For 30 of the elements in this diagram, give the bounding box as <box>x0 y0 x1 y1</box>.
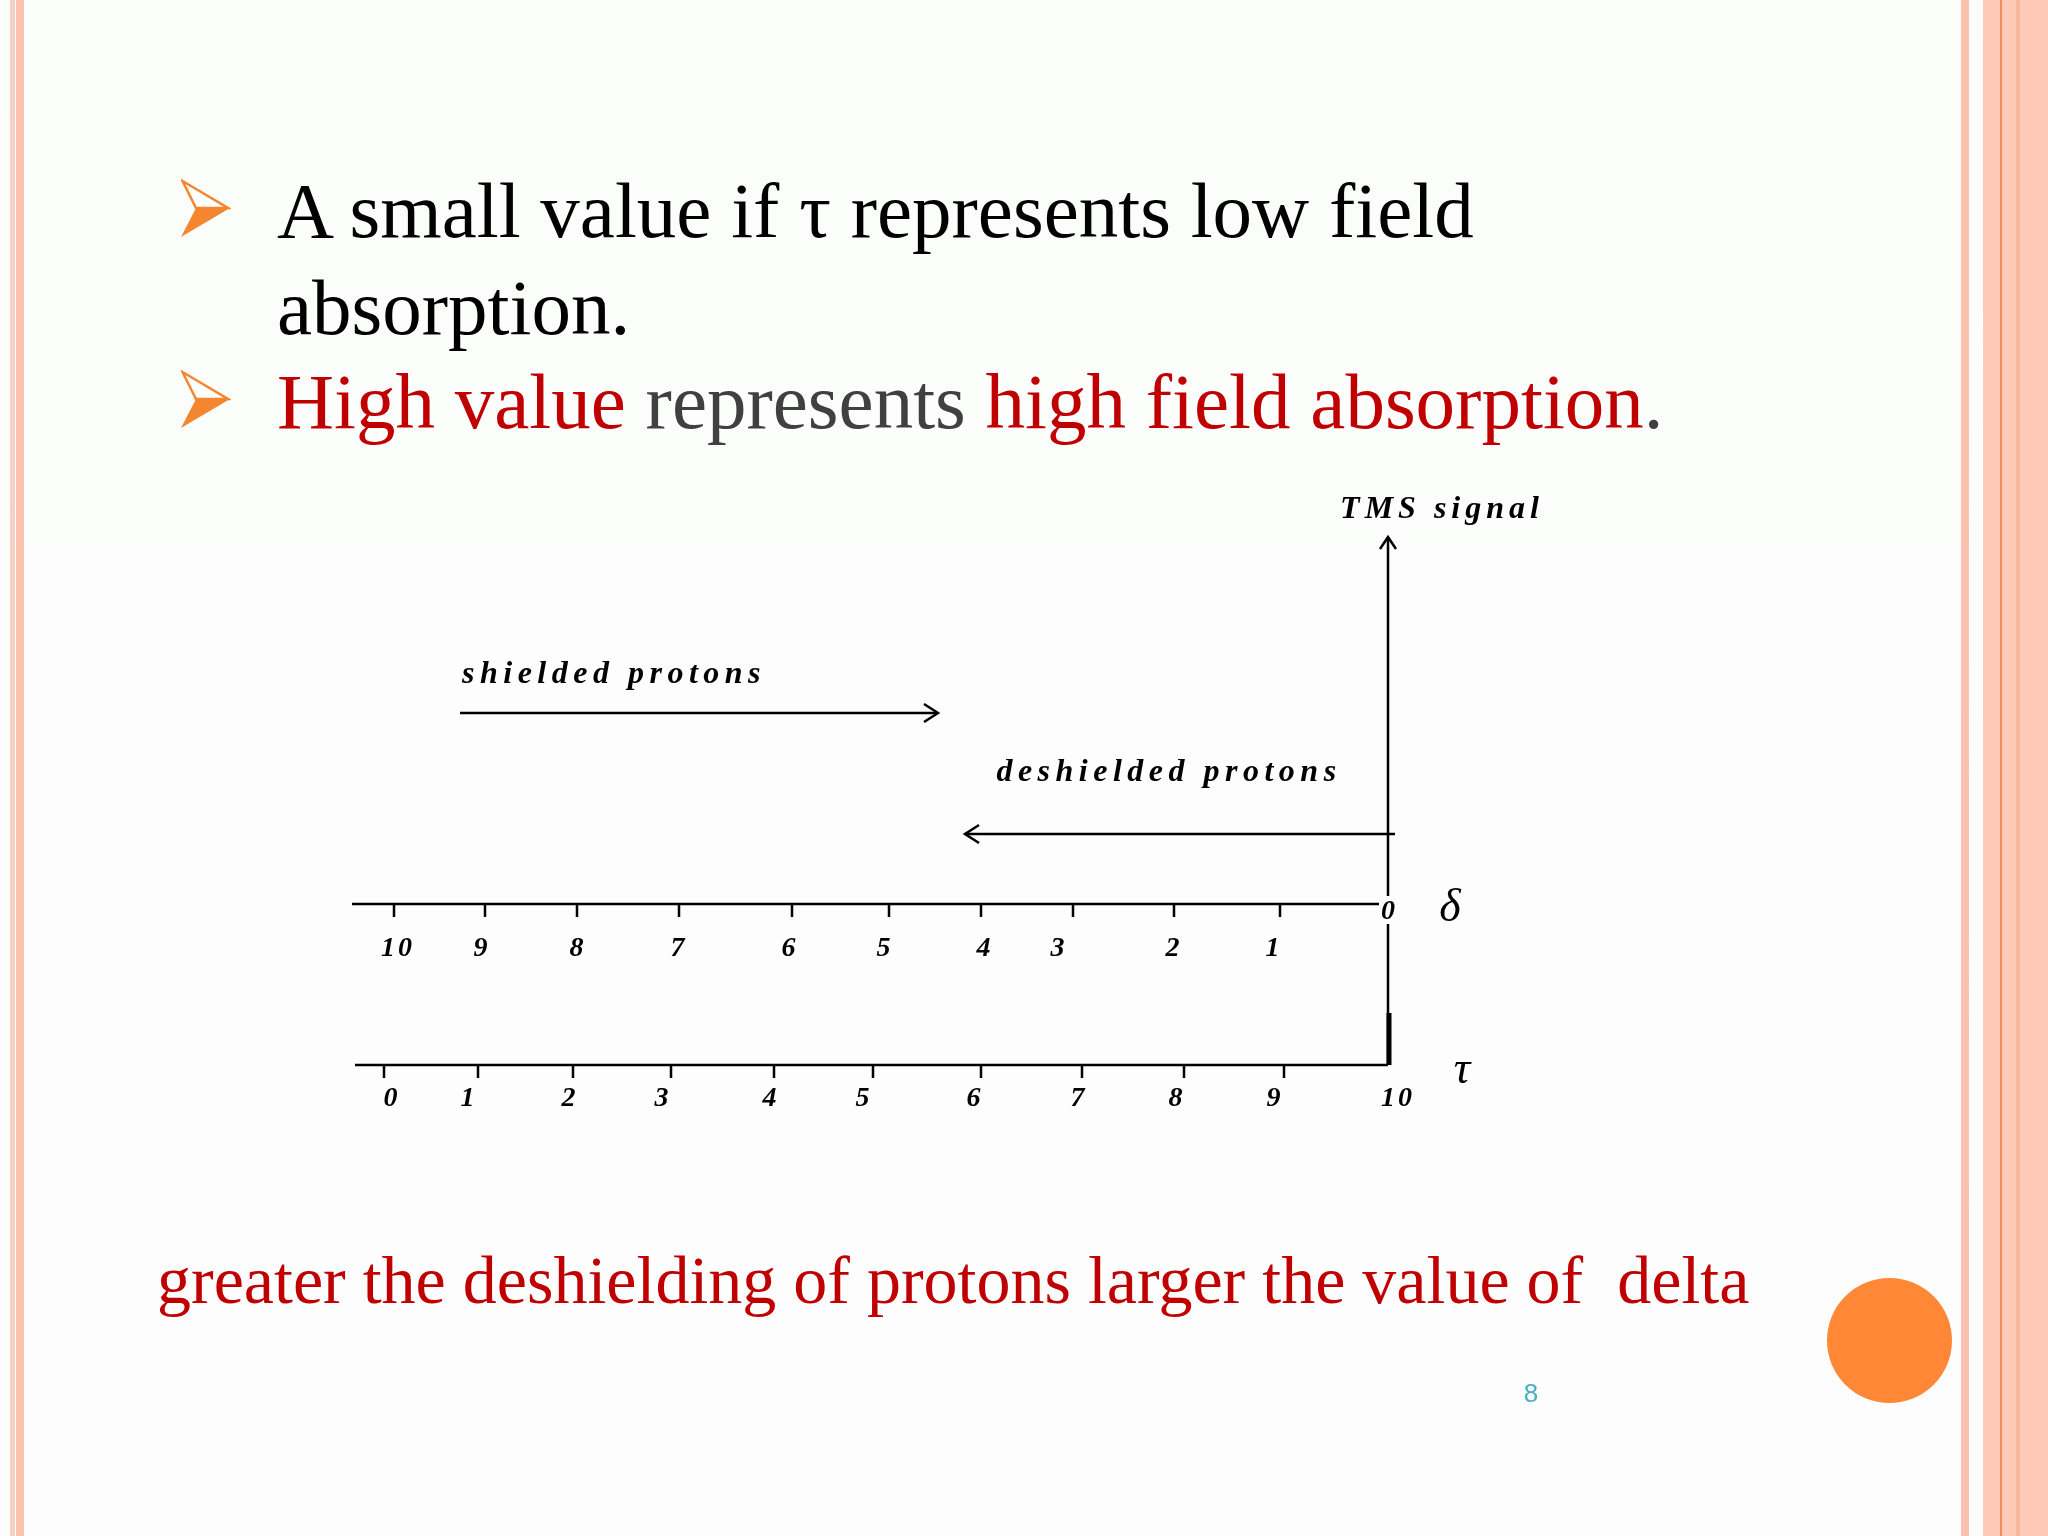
bullet-text: A small value if τ represents low field absorption. <box>277 166 1475 353</box>
tick-label: 3 <box>654 1083 672 1111</box>
tick-label: 9 <box>1266 1083 1284 1111</box>
axis-label: τ <box>1453 1045 1471 1091</box>
tick-label: 5 <box>855 1083 873 1111</box>
tick-label: 10 <box>1381 1083 1415 1111</box>
tick-label: 1 <box>460 1083 478 1111</box>
arrow-label: deshielded protons <box>996 754 1342 786</box>
tick-label: 3 <box>1050 933 1068 961</box>
axis-label: TMS signal <box>1340 491 1544 523</box>
tick-label: 7 <box>1070 1083 1088 1111</box>
tick-label: 1 <box>1265 933 1283 961</box>
tick-label: 2 <box>1165 933 1183 961</box>
tick-label: 6 <box>781 933 799 961</box>
tick-label: 0 <box>1379 896 1397 924</box>
tick-label: 6 <box>966 1083 984 1111</box>
tick-label: 5 <box>876 933 894 961</box>
page-number: 8 <box>1523 1380 1539 1406</box>
tick-label: 4 <box>762 1083 780 1111</box>
tick-label: 2 <box>561 1083 579 1111</box>
tick-label: 8 <box>569 933 587 961</box>
bullet-text: High value represents high field absorption. <box>277 357 1665 447</box>
arrow-label: shielded protons <box>462 656 766 688</box>
tick-label: 10 <box>381 933 415 961</box>
axis-label: δ <box>1439 883 1461 929</box>
tick-label: 4 <box>976 933 994 961</box>
tick-label: 9 <box>473 933 491 961</box>
tick-label: 7 <box>670 933 688 961</box>
tick-label: 8 <box>1168 1083 1186 1111</box>
tick-label: 0 <box>383 1083 401 1111</box>
